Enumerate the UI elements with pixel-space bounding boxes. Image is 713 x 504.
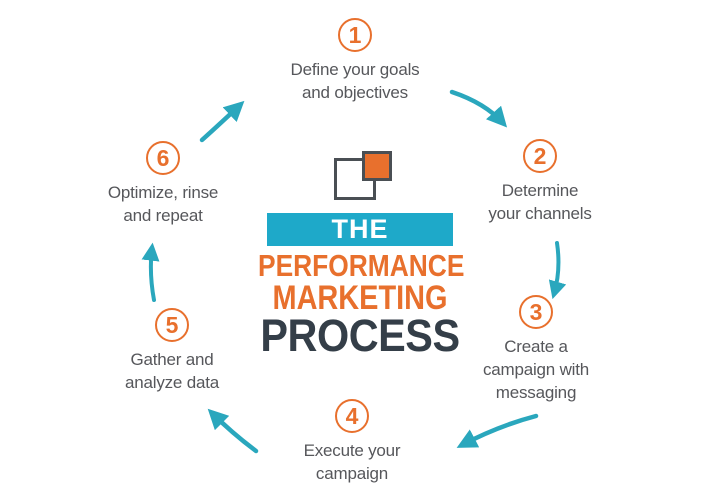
step-2-number-badge: 2: [523, 139, 557, 173]
step-2-determine-channels: 2 Determine your channels: [450, 139, 630, 225]
step-1-define-goals: 1 Define your goals and objectives: [265, 18, 445, 104]
title-process: PROCESS: [260, 310, 460, 361]
step-4-label: Execute your campaign: [303, 441, 401, 483]
step-4-number-badge: 4: [335, 399, 369, 433]
step-1-label: Define your goals and objectives: [290, 60, 420, 102]
flow-arrow-icon-2-to-3: [548, 241, 567, 300]
step-6-optimize-repeat: 6 Optimize, rinse and repeat: [73, 141, 253, 227]
step-5-number-badge: 5: [155, 308, 189, 342]
step-5-label: Gather and analyze data: [124, 350, 219, 392]
step-3-label: Create a campaign with messaging: [482, 337, 590, 402]
step-3-number-badge: 3: [519, 295, 553, 329]
flow-arrow-icon-5-to-6: [141, 242, 160, 302]
step-2-label: Determine your channels: [488, 181, 592, 223]
title-banner: THE: [267, 213, 453, 246]
step-6-number-badge: 6: [146, 141, 180, 175]
title-banner-text: THE: [331, 214, 389, 244]
step-6-label: Optimize, rinse and repeat: [107, 183, 219, 225]
step-4-execute-campaign: 4 Execute your campaign: [262, 399, 442, 485]
flow-arrow-icon-1-to-2: [449, 89, 508, 128]
step-5-gather-analyze-data: 5 Gather and analyze data: [82, 308, 262, 394]
step-1-number-badge: 1: [338, 18, 372, 52]
flow-arrow-icon-3-to-4: [456, 413, 539, 448]
flow-arrow-icon-6-to-1: [199, 100, 245, 143]
overlapping-squares-icon-orange: [362, 151, 392, 181]
flow-arrow-icon-4-to-5: [207, 408, 259, 454]
title-marketing: MARKETING: [272, 279, 448, 317]
title-performance: PERFORMANCE: [258, 248, 465, 283]
step-3-create-campaign: 3 Create a campaign with messaging: [446, 295, 626, 404]
